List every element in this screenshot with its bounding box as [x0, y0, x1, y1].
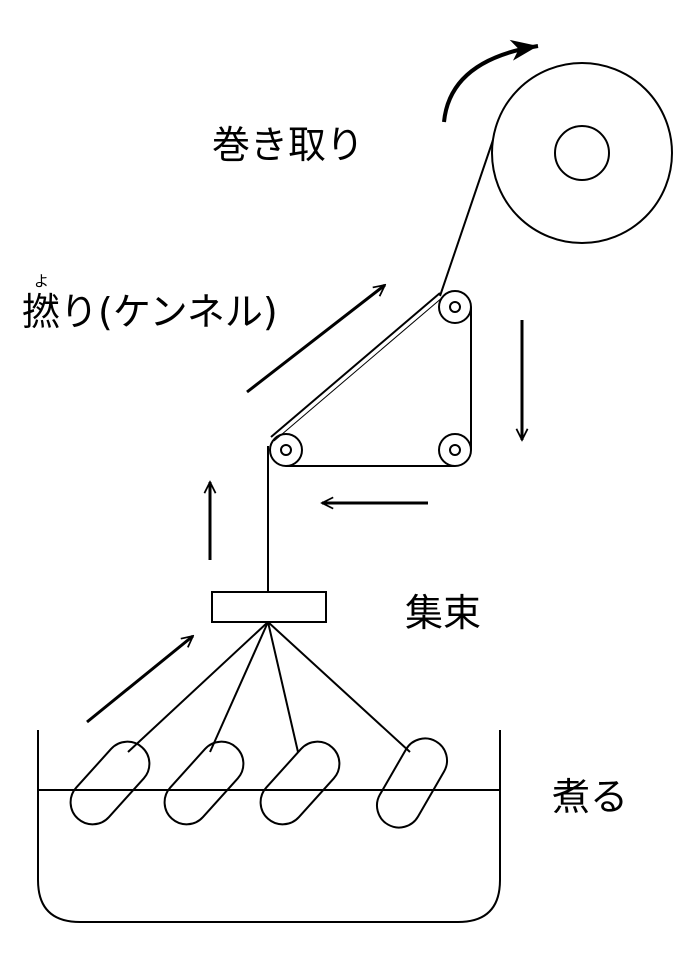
- bundling-guide: [211, 591, 327, 623]
- winding-spool: [491, 62, 673, 244]
- pulley-bottom-left: [269, 433, 303, 467]
- label-boiling: 煮る: [552, 775, 628, 819]
- label-winding: 巻き取り: [212, 123, 364, 167]
- direction-arrows: [86, 285, 522, 724]
- arrow-up-right-icon: [246, 285, 385, 394]
- arrow-up-right-icon: [86, 636, 193, 724]
- boiling-tank: [37, 730, 501, 923]
- rotation-arrow: [442, 39, 539, 123]
- cocoons: [69, 737, 448, 829]
- thread-to-spool: [439, 139, 494, 297]
- cocoon: [163, 740, 245, 826]
- pulley-top-right: [438, 290, 472, 324]
- cocoon: [69, 740, 151, 826]
- pulley-bottom-right: [438, 433, 472, 467]
- label-twisting: 撚り(ケンネル): [22, 290, 278, 334]
- label-bundling: 集束: [405, 591, 481, 635]
- cocoon: [376, 737, 448, 829]
- cocoon-threads: [127, 621, 411, 753]
- thread-path: [267, 292, 472, 592]
- cocoon: [259, 740, 341, 826]
- label-twisting-ruby: よ: [34, 272, 49, 290]
